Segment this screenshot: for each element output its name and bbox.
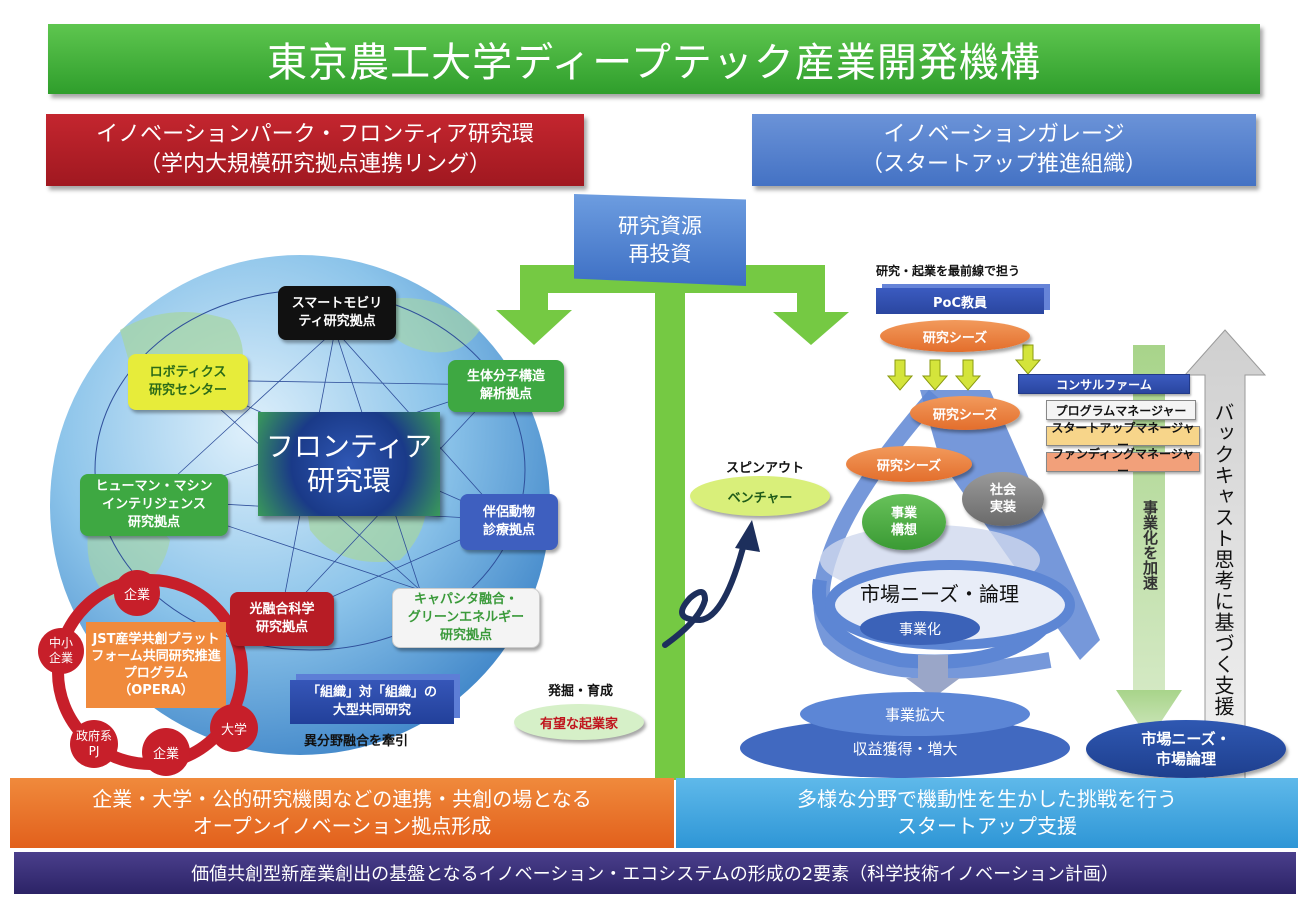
spinout-label: スピンアウト <box>726 461 805 476</box>
collab-caption: 異分野融合を牽引 <box>304 734 409 749</box>
opera-member-company-top: 企業 <box>114 570 160 616</box>
consult-startup: スタートアップマネージャー <box>1046 421 1200 452</box>
consult-firm: コンサルファーム <box>1018 374 1190 394</box>
right-header-line1: イノベーションガレージ <box>883 122 1125 147</box>
down-arrow-icon <box>906 655 960 698</box>
node-text: 伴侶動物 <box>482 505 535 520</box>
footer-banner: 価値共創型新産業創出の基盤となるイノベーション・エコシステムの形成の2要素（科学… <box>14 852 1296 894</box>
opera-text: （OPERA） <box>118 683 194 698</box>
collab-line2: 大型共同研究 <box>332 703 411 718</box>
reinvest-arrow <box>496 265 849 780</box>
collab-box: 「組織」対「組織」の 大型共同研究 <box>290 680 454 724</box>
node-text: ヒューマン・マシン <box>95 479 213 494</box>
revenue-disc <box>740 718 1070 778</box>
opera-text: プログラム <box>123 666 189 681</box>
opera-member-government: 政府系PJ <box>70 720 118 768</box>
opera-box: JST産学共創プラット フォーム共同研究推進 プログラム （OPERA） <box>86 622 226 708</box>
consult-funding: ファンディングマネージャー <box>1046 447 1200 478</box>
banner-line: オープンイノベーション拠点形成 <box>192 814 492 838</box>
banner-line: スタートアップ支援 <box>897 814 1077 838</box>
left-header-line2: （学内大規模研究拠点連携リング） <box>138 152 491 177</box>
commercialization-disc <box>860 611 980 645</box>
spinout-arrow-icon <box>662 520 760 648</box>
opera-member-company-bottom: 企業 <box>142 728 190 776</box>
opera-member-university: 大学 <box>210 704 258 752</box>
seed-arrows <box>886 344 1042 391</box>
node-text: 研究拠点 <box>255 620 308 635</box>
consult-program: プログラムマネージャー <box>1046 400 1196 420</box>
social-text: 実装 <box>989 500 1016 515</box>
node-text: スマートモビリ <box>291 296 383 311</box>
node-companion-animal: 伴侶動物 診療拠点 <box>460 494 558 550</box>
node-photonic: 光融合科学 研究拠点 <box>230 592 334 646</box>
frontier-line1: フロンティア <box>265 430 433 463</box>
node-biomolecular: 生体分子構造 解析拠点 <box>448 360 564 412</box>
business-concept: 事業 構想 <box>862 494 946 550</box>
page-title: 東京農工大学ディープテック産業開発機構 <box>48 24 1260 94</box>
node-text: 研究拠点 <box>439 628 492 643</box>
discover-label: 発掘・育成 <box>548 684 614 699</box>
node-text: ロボティクス <box>149 365 227 380</box>
right-header-line2: （スタートアップ推進組織） <box>860 152 1147 177</box>
node-text: 研究センター <box>148 383 227 398</box>
node-text: 生体分子構造 <box>466 369 545 384</box>
collab-line1: 「組織」対「組織」の <box>306 685 437 700</box>
banner-line: 多様な分野で機動性を生かした挑戦を行う <box>797 787 1177 811</box>
concept-text: 構想 <box>890 523 917 538</box>
node-human-machine: ヒューマン・マシン インテリジェンス 研究拠点 <box>80 474 228 536</box>
frontier-center: フロンティア 研究環 <box>258 412 440 516</box>
left-header-line1: イノベーションパーク・フロンティア研究環 <box>96 122 534 147</box>
open-innovation-banner: 企業・大学・公的研究機関などの連携・共創の場となる オープンイノベーション拠点形… <box>10 778 674 848</box>
market-logic-label: 市場ニーズ・論理 <box>860 582 1019 606</box>
node-text: ティ研究拠点 <box>298 314 376 329</box>
seed-top: 研究シーズ <box>880 320 1030 352</box>
backcast-label: バックキャスト思考に基づく支援 <box>1211 402 1235 717</box>
venture-pill: ベンチャー <box>690 476 830 516</box>
node-text: 光融合科学 <box>249 602 315 617</box>
expansion-disc <box>800 692 1030 736</box>
node-text: 解析拠点 <box>479 387 532 402</box>
right-section-header: イノベーションガレージ （スタートアップ推進組織） <box>752 114 1256 186</box>
concept-text: 事業 <box>890 506 917 521</box>
reinvest-line1: 研究資源 <box>618 214 702 238</box>
seed-left: 研究シーズ <box>846 446 972 482</box>
reinvest-flag: 研究資源 再投資 <box>574 194 746 286</box>
node-text: 研究拠点 <box>127 515 180 530</box>
node-robotics: ロボティクス 研究センター <box>128 354 248 410</box>
accelerate-label: 事業化を加速 <box>1141 500 1159 590</box>
reinvest-line2: 再投資 <box>628 242 692 266</box>
left-section-header: イノベーションパーク・フロンティア研究環 （学内大規模研究拠点連携リング） <box>46 114 584 186</box>
node-text: 診療拠点 <box>482 523 535 538</box>
entrepreneur-pill: 有望な起業家 <box>514 704 644 740</box>
opera-text: フォーム共同研究推進 <box>91 649 221 664</box>
node-text: グリーンエネルギー <box>407 610 525 625</box>
revenue-label: 収益獲得・増大 <box>852 739 958 758</box>
poc-faculty-box: PoC教員 <box>876 288 1044 314</box>
social-implementation: 社会 実装 <box>962 472 1044 526</box>
seed-mid: 研究シーズ <box>910 396 1020 430</box>
commercialization-label: 事業化 <box>899 622 941 638</box>
frontline-label: 研究・起業を最前線で担う <box>876 264 1021 278</box>
opera-text: JST産学共創プラット <box>92 632 220 647</box>
opera-member-sme: 中小企業 <box>38 628 84 674</box>
node-smart-mobility: スマートモビリ ティ研究拠点 <box>278 286 396 340</box>
node-text: キャパシタ融合・ <box>413 592 518 607</box>
market-line2: 市場論理 <box>1155 750 1216 768</box>
banner-line: 企業・大学・公的研究機関などの連携・共創の場となる <box>92 787 592 811</box>
node-capacitor: キャパシタ融合・ グリーンエネルギー 研究拠点 <box>392 588 540 648</box>
market-box: 市場ニーズ・ 市場論理 <box>1086 720 1286 778</box>
expansion-label: 事業拡大 <box>884 705 945 724</box>
market-line1: 市場ニーズ・ <box>1141 730 1231 748</box>
node-text: インテリジェンス <box>102 497 206 512</box>
frontier-line2: 研究環 <box>306 464 391 497</box>
startup-support-banner: 多様な分野で機動性を生かした挑戦を行う スタートアップ支援 <box>676 778 1298 848</box>
social-text: 社会 <box>989 483 1016 498</box>
